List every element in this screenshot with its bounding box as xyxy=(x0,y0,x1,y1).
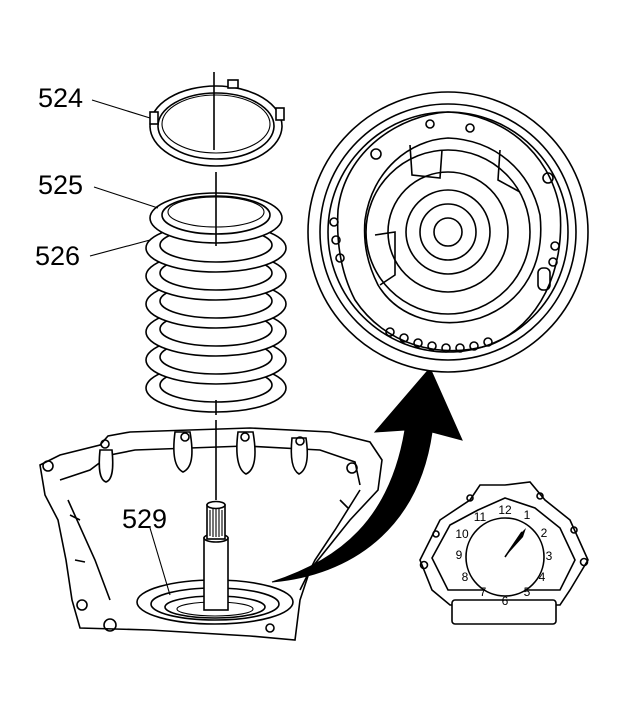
clutch-plate-stack xyxy=(145,172,287,415)
dial-9: 9 xyxy=(456,548,463,562)
leader-lines xyxy=(89,99,171,596)
bolt-holes xyxy=(329,119,560,353)
callout-529: 529 xyxy=(122,504,167,534)
dial-6: 6 xyxy=(502,594,509,608)
callout-524: 524 xyxy=(38,83,83,113)
dial-numbers: 12 1 2 3 4 5 6 7 8 9 10 11 xyxy=(455,503,552,608)
orientation-view xyxy=(419,481,589,625)
dial-3: 3 xyxy=(546,549,553,563)
dial-1: 1 xyxy=(524,508,531,522)
curved-arrow xyxy=(271,367,463,583)
dial-5: 5 xyxy=(524,585,531,599)
retaining-ring xyxy=(149,72,285,167)
dial-4: 4 xyxy=(539,570,546,584)
input-shaft xyxy=(203,420,229,611)
dial-10: 10 xyxy=(455,527,469,541)
dial-11: 11 xyxy=(474,510,487,524)
dial-8: 8 xyxy=(462,570,469,584)
dial-2: 2 xyxy=(541,526,548,540)
dial-12: 12 xyxy=(498,503,512,517)
callout-525: 525 xyxy=(38,170,83,200)
dial-7: 7 xyxy=(480,585,487,599)
detail-view xyxy=(307,91,589,373)
callout-526: 526 xyxy=(35,241,80,271)
